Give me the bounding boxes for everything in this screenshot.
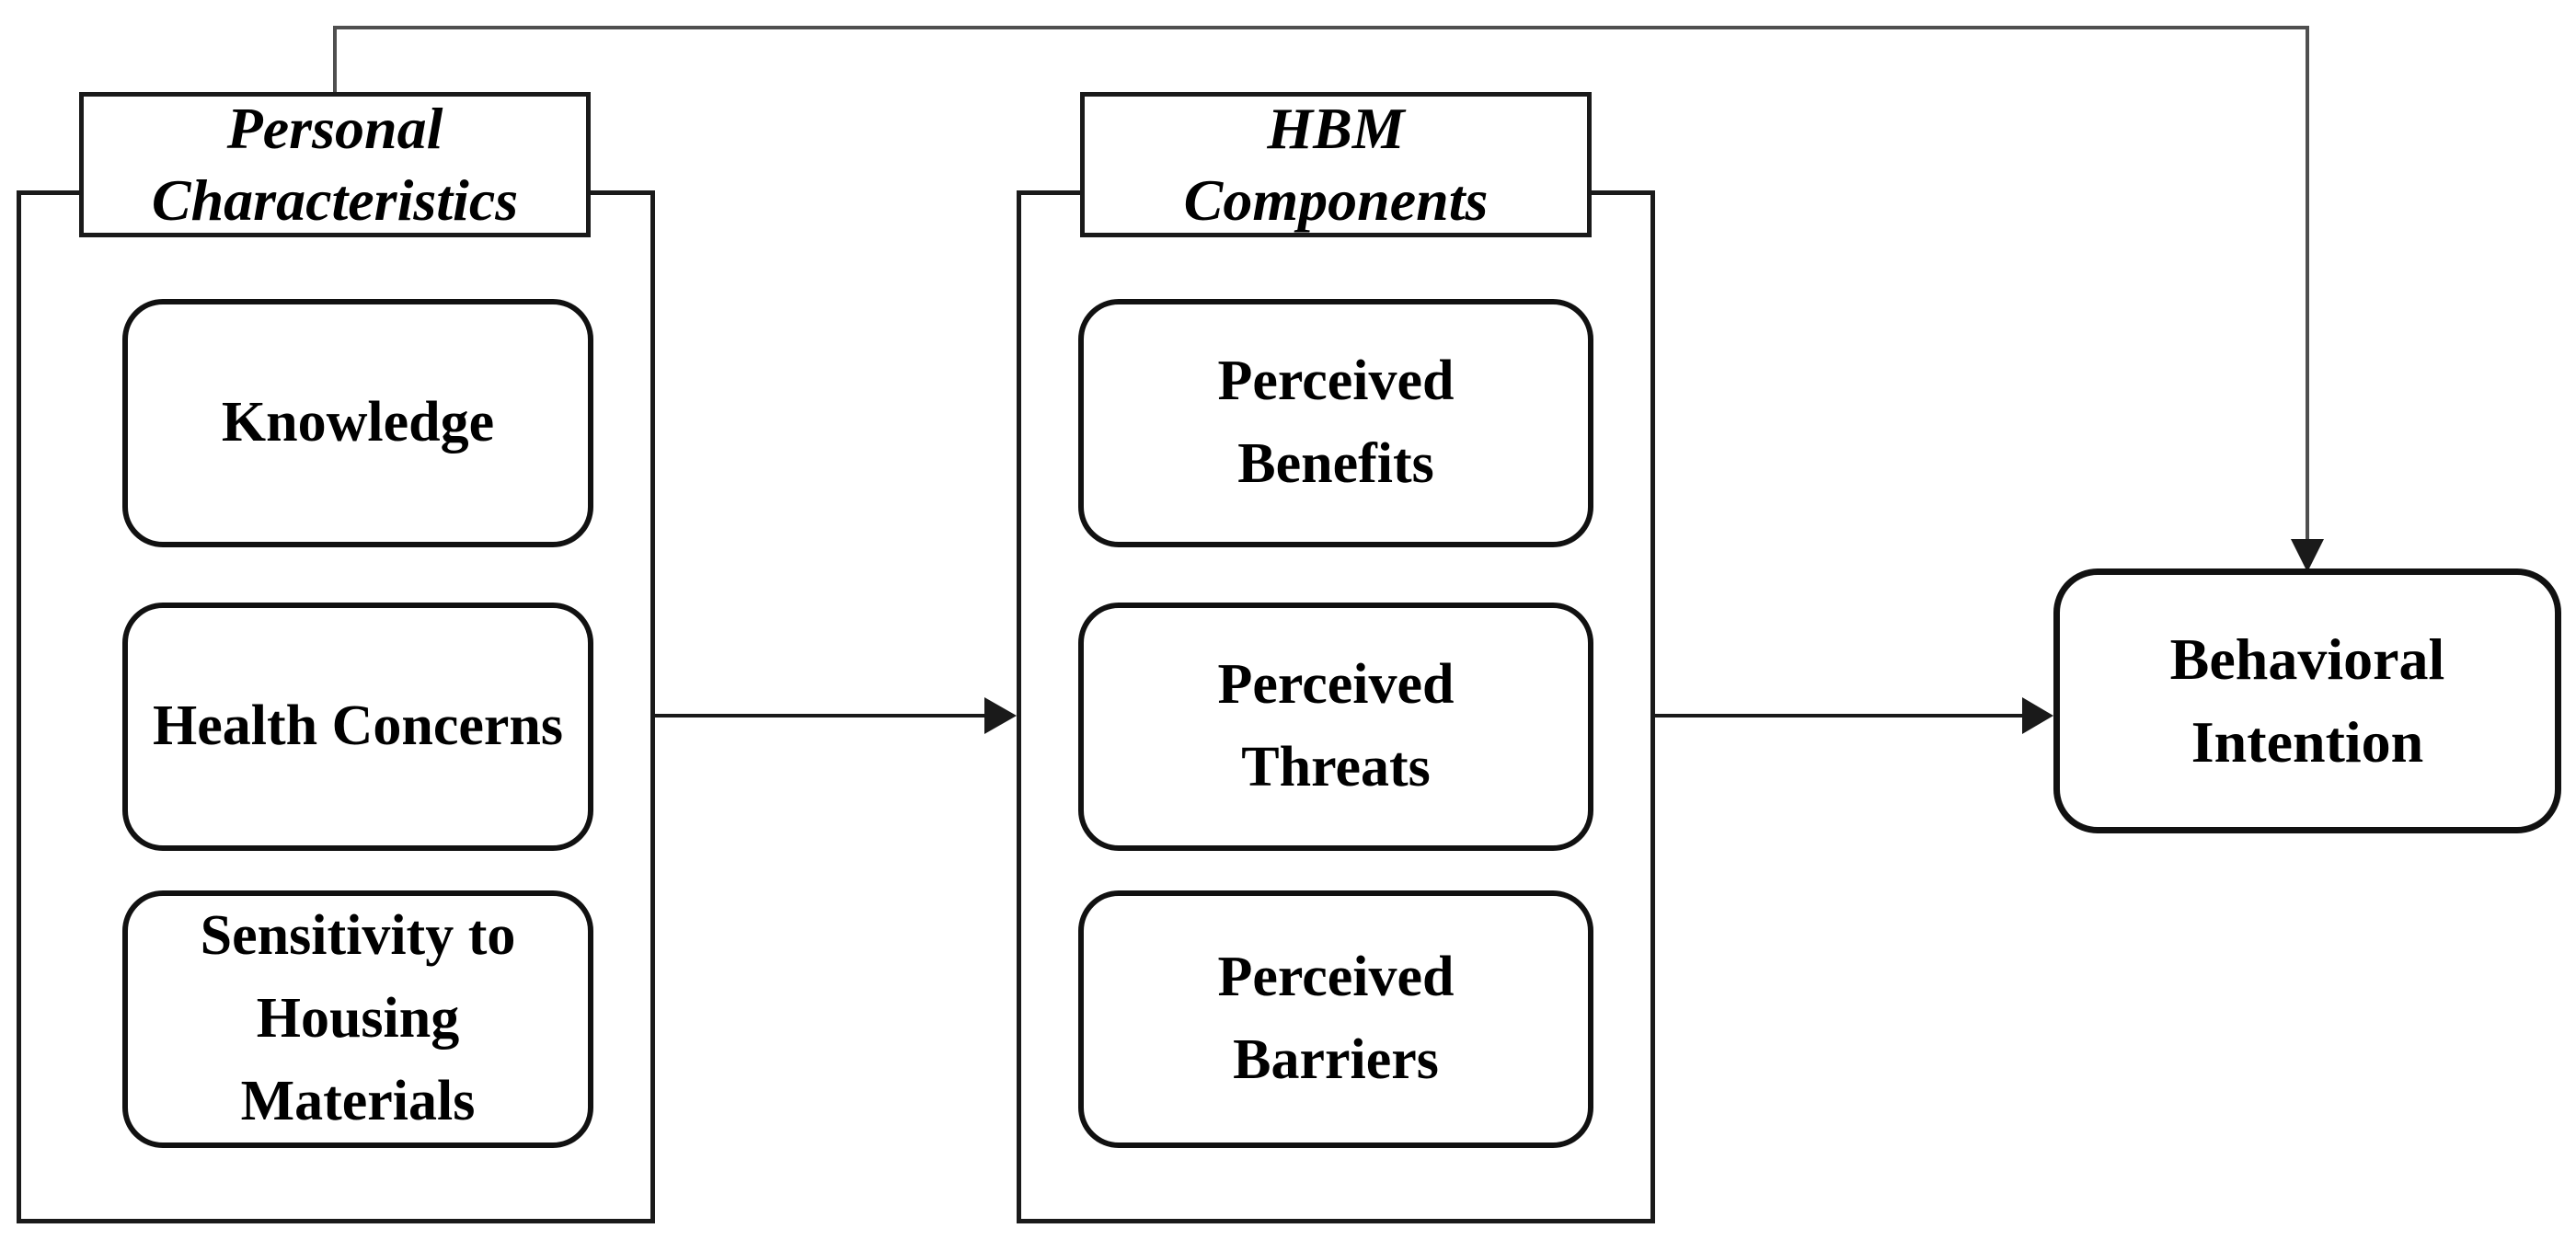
arrow-hbm-to-intention-head-icon [2022,697,2053,734]
feedback-arrow-line [333,26,2309,548]
feedback-arrowhead-icon [2291,539,2324,572]
title-line: HBM [1267,95,1405,161]
node-line: Housing [256,987,460,1051]
health-concerns-node: Health Concerns [122,603,593,851]
sensitivity-node-label: Sensitivity to Housing Materials [201,895,516,1143]
perceived-benefits-node: Perceived Benefits [1078,299,1593,547]
hbm-components-title-text: HBM Components [1184,93,1489,236]
node-line: Knowledge [221,391,495,454]
title-line: Components [1183,167,1489,233]
node-line: Perceived [1217,653,1455,717]
behavioral-intention-node-label: Behavioral Intention [2170,618,2445,783]
node-line: Materials [240,1069,476,1132]
health-concerns-node-label: Health Concerns [153,685,563,768]
behavioral-intention-node: Behavioral Intention [2053,568,2561,833]
sensitivity-to-housing-materials-node: Sensitivity to Housing Materials [122,890,593,1148]
hbm-components-title: HBM Components [1080,92,1592,237]
node-line: Sensitivity to [200,904,516,968]
node-line: Threats [1241,736,1431,798]
node-line: Perceived [1217,350,1455,413]
node-line: Perceived [1217,946,1455,1009]
knowledge-node: Knowledge [122,299,593,547]
node-line: Intention [2191,709,2424,775]
arrow-personal-to-hbm-head-icon [984,697,1017,734]
perceived-barriers-node: Perceived Barriers [1078,890,1593,1148]
perceived-threats-node: Perceived Threats [1078,603,1593,851]
knowledge-node-label: Knowledge [222,382,494,465]
personal-characteristics-title: Personal Characteristics [79,92,591,237]
title-line: Personal [226,95,443,161]
personal-characteristics-title-text: Personal Characteristics [152,93,518,236]
perceived-benefits-node-label: Perceived Benefits [1217,340,1454,506]
node-line: Health Concerns [152,695,564,758]
perceived-threats-node-label: Perceived Threats [1217,644,1454,809]
perceived-barriers-node-label: Perceived Barriers [1217,936,1454,1102]
title-line: Characteristics [151,167,519,233]
node-line: Behavioral [2169,626,2445,693]
node-line: Barriers [1233,1028,1439,1091]
node-line: Benefits [1237,432,1434,495]
